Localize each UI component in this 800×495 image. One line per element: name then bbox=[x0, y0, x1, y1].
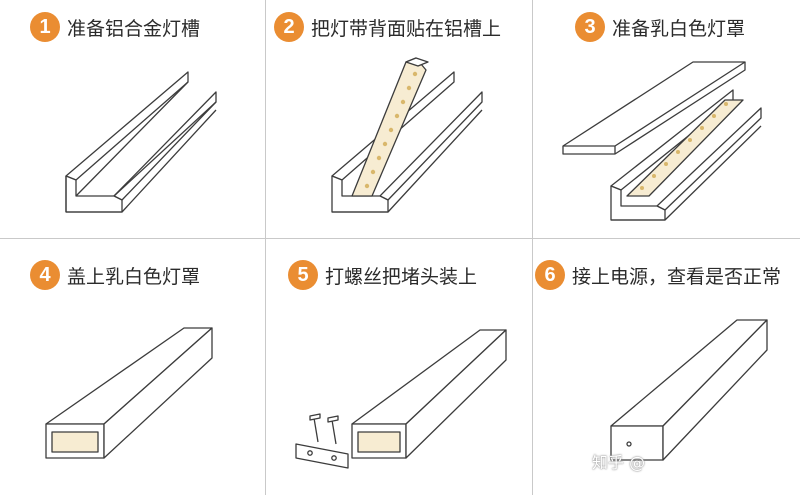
step-number-badge: 4 bbox=[30, 260, 60, 290]
step-title: 盖上乳白色灯罩 bbox=[67, 265, 201, 288]
step-title: 打螺丝把堵头装上 bbox=[325, 265, 478, 288]
diffuser-cover-illustration bbox=[562, 61, 762, 221]
step-number-badge: 5 bbox=[288, 260, 318, 290]
step-title: 接上电源，查看是否正常 bbox=[572, 265, 782, 288]
step-title: 准备乳白色灯罩 bbox=[612, 17, 746, 40]
led-strip-illustration bbox=[331, 57, 483, 213]
step-panel-1: 1 准备铝合金灯槽 bbox=[0, 0, 266, 247]
step-header-3: 3 准备乳白色灯罩 bbox=[575, 10, 745, 44]
step-number-badge: 2 bbox=[274, 12, 304, 42]
step-header-6: 6 接上电源，查看是否正常 bbox=[535, 258, 781, 292]
screws-end-cap-illustration bbox=[295, 329, 507, 469]
divider-v2 bbox=[532, 0, 533, 495]
step-header-2: 2 把灯带背面贴在铝槽上 bbox=[274, 10, 501, 44]
step-number-badge: 1 bbox=[30, 12, 60, 42]
step-title: 把灯带背面贴在铝槽上 bbox=[311, 17, 502, 40]
step-number-badge: 6 bbox=[535, 260, 565, 290]
step-panel-4: 4 盖上乳白色灯罩 bbox=[0, 248, 266, 495]
step-header-1: 1 准备铝合金灯槽 bbox=[30, 10, 200, 44]
step-header-5: 5 打螺丝把堵头装上 bbox=[288, 258, 477, 292]
watermark: 知乎 @ bbox=[592, 453, 646, 472]
step-header-4: 4 盖上乳白色灯罩 bbox=[30, 258, 200, 292]
step-title: 准备铝合金灯槽 bbox=[67, 17, 201, 40]
step-panel-3: 3 准备乳白色灯罩 bbox=[533, 0, 799, 247]
step-number-badge: 3 bbox=[575, 12, 605, 42]
step-panel-5: 5 打螺丝把堵头装上 bbox=[266, 248, 532, 495]
powered-light-illustration bbox=[610, 319, 768, 461]
aluminum-channel-illustration bbox=[65, 71, 217, 213]
step-panel-2: 2 把灯带背面贴在铝槽上 bbox=[266, 0, 532, 247]
divider-v1 bbox=[265, 0, 266, 495]
divider-h bbox=[0, 238, 800, 239]
step-panel-6: 6 接上电源，查看是否正常 bbox=[533, 248, 799, 495]
covered-channel-illustration bbox=[45, 327, 213, 459]
